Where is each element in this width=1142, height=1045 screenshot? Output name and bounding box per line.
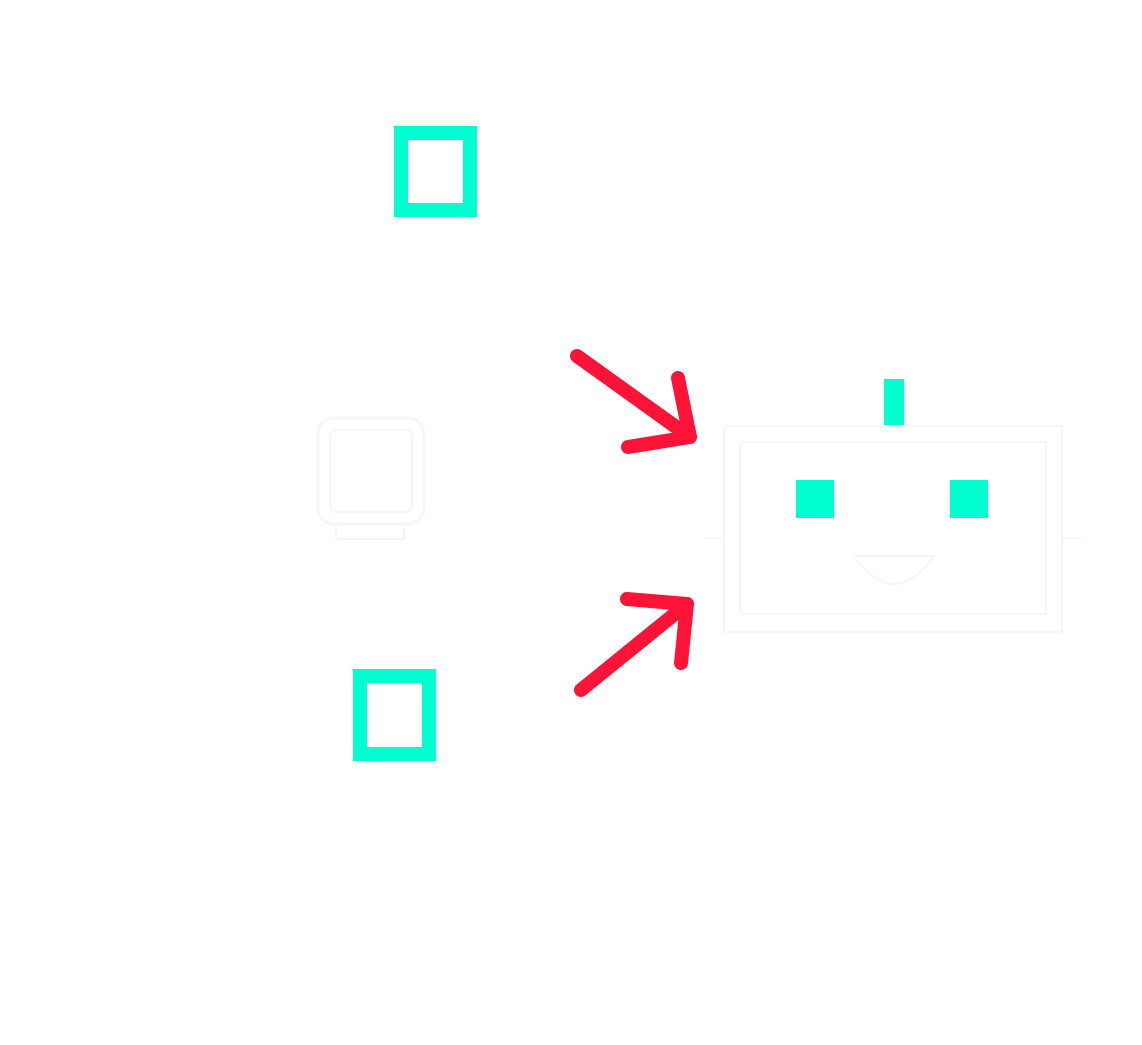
- middle-rounded-square-icon: [316, 416, 426, 540]
- robot-eye-right: [950, 480, 988, 518]
- robot-mouth: [852, 555, 936, 585]
- robot-head: [723, 425, 1063, 633]
- top-square-icon: [394, 126, 477, 217]
- robot-eye-left: [796, 480, 834, 518]
- robot-antenna: [884, 379, 904, 425]
- bottom-square-icon: [353, 669, 436, 761]
- robot-face-panel: [739, 441, 1047, 615]
- robot-face-icon: [704, 379, 1082, 633]
- arrow-upper-icon: [570, 349, 697, 454]
- arrow-lower-icon: [574, 592, 694, 697]
